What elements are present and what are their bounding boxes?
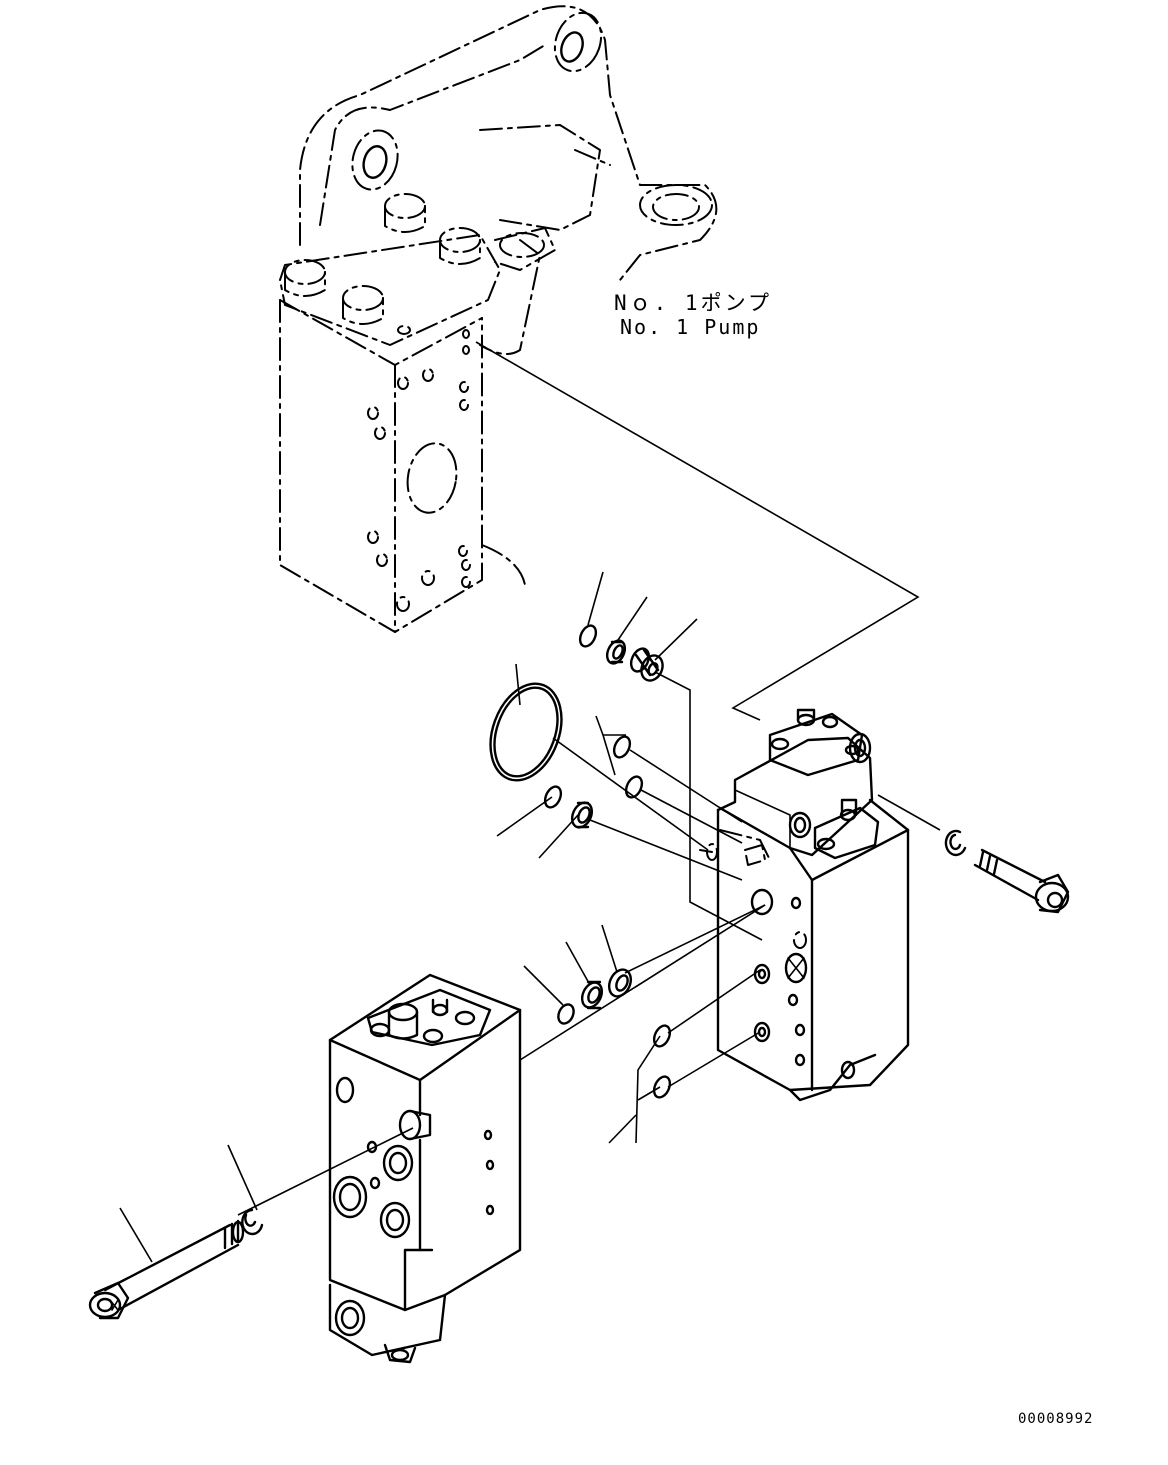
seal-ring-lower xyxy=(580,980,604,1010)
o-ring-pair-upper xyxy=(612,735,644,799)
washer-upper xyxy=(944,829,967,857)
pump-label-japanese: Nｏ. 1ポンプ xyxy=(614,291,772,315)
o-ring-large xyxy=(489,682,563,782)
pump-cover xyxy=(279,193,556,346)
o-ring-lower xyxy=(557,1003,575,1025)
pump-bracket xyxy=(299,5,718,355)
washer-lower xyxy=(241,1208,264,1236)
o-ring-mid xyxy=(543,785,563,809)
seal-ring xyxy=(605,639,627,665)
sleeve xyxy=(629,647,664,682)
control-valve-section xyxy=(328,973,522,1364)
pump-label-english: No. 1 Pump xyxy=(620,315,761,339)
leader-lines xyxy=(119,571,698,1263)
sleeve-lower xyxy=(607,968,633,998)
through-bolt-long xyxy=(88,1219,245,1320)
o-ring-small xyxy=(578,624,598,648)
drawing-number: 00008992 xyxy=(1018,1411,1094,1427)
through-bolt-short xyxy=(973,848,1070,914)
o-ring-pair-lower xyxy=(652,1024,672,1099)
pump-body xyxy=(279,299,526,633)
seal-ring-mid xyxy=(570,801,594,829)
control-valve-main xyxy=(699,708,910,1102)
